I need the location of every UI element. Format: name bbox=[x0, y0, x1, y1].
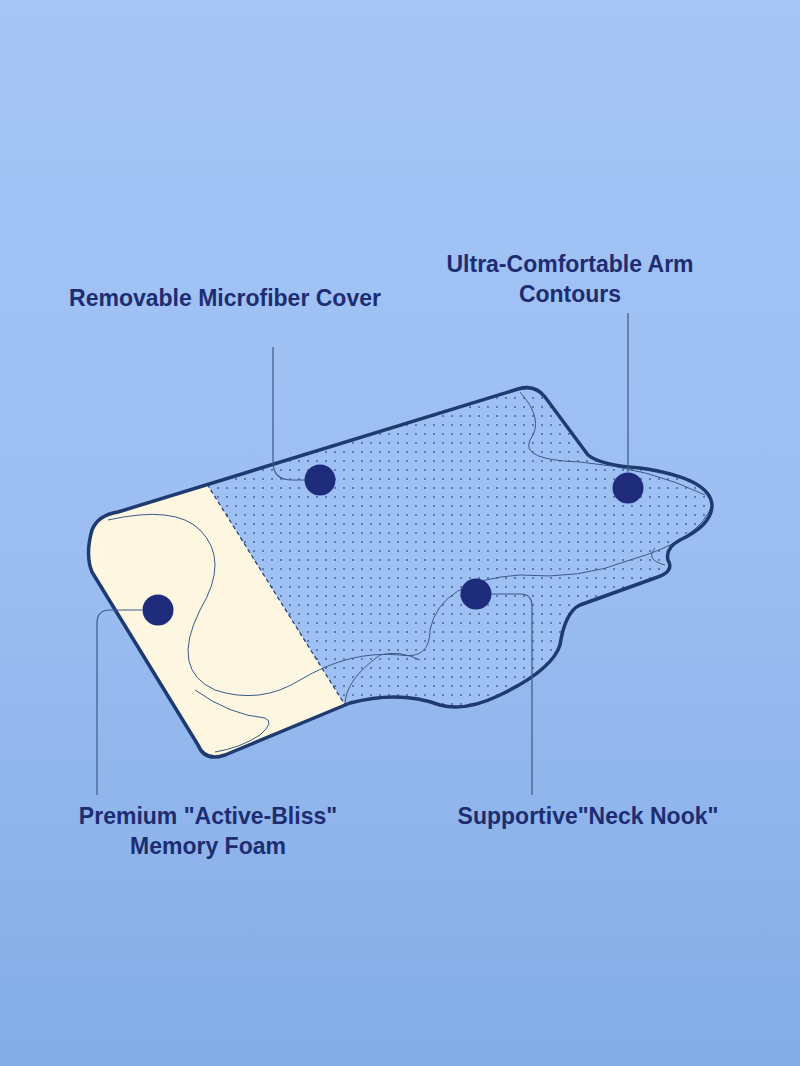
callout-dots bbox=[143, 465, 644, 626]
pillow-outline bbox=[89, 388, 713, 757]
callout-label: Removable Microfiber Cover bbox=[65, 283, 385, 313]
callout-label: Premium "Active-Bliss" Memory Foam bbox=[38, 801, 378, 861]
leader-lines bbox=[97, 313, 628, 795]
callout-label: Ultra-Comfortable Arm Contours bbox=[400, 249, 740, 309]
callout-label: Supportive"Neck Nook" bbox=[398, 801, 778, 831]
pillow-body bbox=[0, 350, 800, 800]
